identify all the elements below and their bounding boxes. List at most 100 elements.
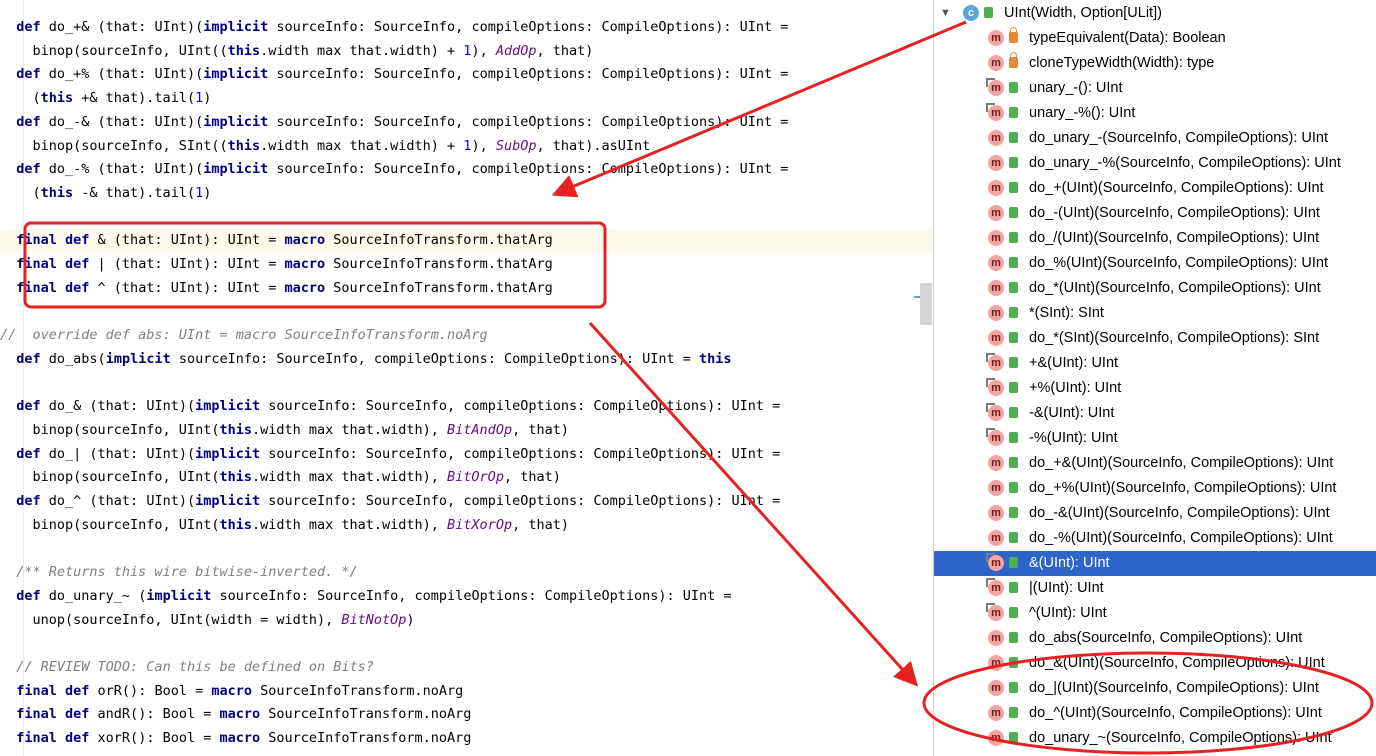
code-token bbox=[0, 446, 16, 462]
code-token: def bbox=[16, 161, 41, 178]
code-token: implicit bbox=[203, 66, 269, 83]
code-token: implicit bbox=[195, 398, 261, 415]
code-token: sourceInfo: SourceInfo, compileOptions: … bbox=[268, 19, 789, 35]
editor-scrollbar-thumb[interactable] bbox=[920, 283, 932, 325]
code-line[interactable]: def do_-% (that: UInt)(implicit sourceIn… bbox=[0, 158, 933, 182]
code-line[interactable]: def do_+& (that: UInt)(implicit sourceIn… bbox=[0, 16, 933, 40]
code-line[interactable] bbox=[0, 206, 933, 230]
code-token: unop(sourceInfo, UInt(width = width), bbox=[0, 611, 342, 628]
code-token: binop(sourceInfo, UInt(( bbox=[0, 42, 228, 59]
chevron-down-icon[interactable]: ▼ bbox=[940, 7, 951, 19]
code-line[interactable] bbox=[0, 300, 933, 324]
code-token: do_-& (that: UInt)( bbox=[40, 113, 204, 130]
code-line[interactable]: binop(sourceInfo, UInt(this.width max th… bbox=[0, 514, 933, 538]
public-visibility-icon bbox=[1009, 82, 1018, 93]
code-line[interactable]: binop(sourceInfo, UInt((this.width max t… bbox=[0, 40, 933, 64]
code-line[interactable]: (this +& that).tail(1) bbox=[0, 87, 933, 111]
structure-item[interactable]: m+&(UInt): UInt bbox=[934, 351, 1376, 376]
code-line[interactable]: final def xorR(): Bool = macro SourceInf… bbox=[0, 727, 933, 751]
code-token: SourceInfoTransform.noArg bbox=[251, 682, 464, 699]
structure-item[interactable]: m+%(UInt): UInt bbox=[934, 376, 1376, 401]
code-line[interactable]: final def orR(): Bool = macro SourceInfo… bbox=[0, 680, 933, 704]
code-editor[interactable]: def do_+& (that: UInt)(implicit sourceIn… bbox=[0, 0, 933, 756]
override-method-icon: m bbox=[986, 578, 1004, 596]
code-line[interactable]: (this -& that).tail(1) bbox=[0, 182, 933, 206]
code-token: final def bbox=[16, 706, 90, 723]
code-line[interactable]: binop(sourceInfo, SInt((this.width max t… bbox=[0, 135, 933, 159]
method-icon: m bbox=[988, 230, 1004, 246]
structure-item[interactable]: m-%(UInt): UInt bbox=[934, 426, 1376, 451]
structure-item[interactable]: m*(SInt): SInt bbox=[934, 301, 1376, 326]
method-icon: m bbox=[988, 130, 1004, 146]
structure-item[interactable]: m|(UInt): UInt bbox=[934, 576, 1376, 601]
code-token: SourceInfoTransform.thatArg bbox=[325, 232, 553, 249]
code-token: def bbox=[16, 398, 41, 415]
code-line[interactable] bbox=[0, 537, 933, 561]
code-line[interactable]: def do_unary_~ (implicit sourceInfo: Sou… bbox=[0, 585, 933, 609]
public-visibility-icon bbox=[1009, 207, 1018, 218]
code-line[interactable]: /** Returns this wire bitwise-inverted. … bbox=[0, 561, 933, 585]
code-line[interactable]: def do_+% (that: UInt)(implicit sourceIn… bbox=[0, 63, 933, 87]
code-token: xorR(): Bool = bbox=[89, 730, 220, 746]
code-token bbox=[0, 232, 16, 248]
structure-root-class[interactable]: ▼ c UInt(Width, Option[ULit]) bbox=[934, 1, 1376, 26]
code-token: do_+% (that: UInt)( bbox=[40, 66, 204, 83]
code-line[interactable]: def do_^ (that: UInt)(implicit sourceInf… bbox=[0, 490, 933, 514]
code-token: // REVIEW TODO: Can this be defined on B… bbox=[16, 658, 374, 675]
code-line[interactable] bbox=[0, 632, 933, 656]
code-token: ) bbox=[203, 90, 212, 107]
code-token: ) bbox=[203, 184, 212, 201]
public-visibility-icon bbox=[1009, 182, 1018, 193]
public-visibility-icon bbox=[1009, 707, 1018, 718]
code-line[interactable]: def do_& (that: UInt)(implicit sourceInf… bbox=[0, 395, 933, 419]
code-line[interactable]: // override def abs: UInt = macro Source… bbox=[0, 324, 933, 348]
code-line[interactable]: final def & (that: UInt): UInt = macro S… bbox=[0, 229, 933, 253]
code-token: implicit bbox=[203, 19, 269, 35]
structure-item-label: do_-%(UInt)(SourceInfo, CompileOptions):… bbox=[1029, 530, 1333, 546]
structure-item-label: do_unary_-%(SourceInfo, CompileOptions):… bbox=[1029, 155, 1341, 171]
structure-item[interactable]: m-&(UInt): UInt bbox=[934, 401, 1376, 426]
panel-divider[interactable] bbox=[933, 0, 934, 756]
code-line[interactable]: binop(sourceInfo, UInt(this.width max th… bbox=[0, 419, 933, 443]
structure-item[interactable]: m^(UInt): UInt bbox=[934, 601, 1376, 626]
public-visibility-icon bbox=[1009, 507, 1018, 518]
code-token: macro bbox=[211, 682, 252, 699]
override-method-icon: m bbox=[986, 103, 1004, 121]
code-line[interactable]: binop(sourceInfo, UInt(this.width max th… bbox=[0, 466, 933, 490]
code-token: ( bbox=[0, 90, 41, 107]
code-line[interactable]: unop(sourceInfo, UInt(width = width), Bi… bbox=[0, 609, 933, 633]
code-token: andR(): Bool = bbox=[89, 706, 220, 723]
code-line[interactable]: // REVIEW TODO: Can this be defined on B… bbox=[0, 656, 933, 680]
structure-item[interactable]: m&(UInt): UInt bbox=[934, 551, 1376, 576]
code-token: macro bbox=[219, 730, 261, 746]
code-line[interactable]: def do_| (that: UInt)(implicit sourceInf… bbox=[0, 443, 933, 467]
code-line[interactable]: final def | (that: UInt): UInt = macro S… bbox=[0, 253, 933, 277]
code-line[interactable] bbox=[0, 372, 933, 396]
code-line[interactable]: def do_-& (that: UInt)(implicit sourceIn… bbox=[0, 111, 933, 135]
code-line[interactable]: final def andR(): Bool = macro SourceInf… bbox=[0, 703, 933, 727]
code-line[interactable]: def do_abs(implicit sourceInfo: SourceIn… bbox=[0, 348, 933, 372]
code-line[interactable]: final def ^ (that: UInt): UInt = macro S… bbox=[0, 277, 933, 301]
